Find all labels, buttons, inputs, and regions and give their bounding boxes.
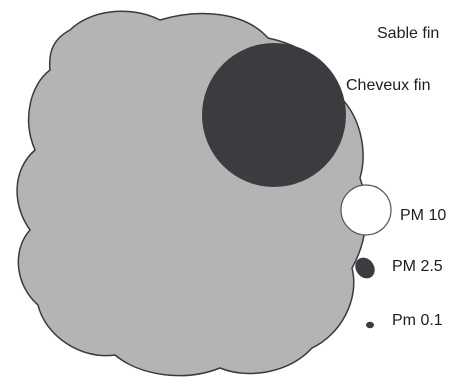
fine-sand-label: Sable fin (377, 25, 439, 43)
pm01-particle (366, 322, 374, 328)
fine-hair-circle (202, 43, 346, 187)
pm01-label: Pm 0.1 (392, 312, 443, 330)
fine-hair-label: Cheveux fin (346, 77, 431, 95)
pm10-particle (341, 185, 391, 235)
pm25-label: PM 2.5 (392, 258, 443, 276)
pm10-label: PM 10 (400, 207, 446, 225)
